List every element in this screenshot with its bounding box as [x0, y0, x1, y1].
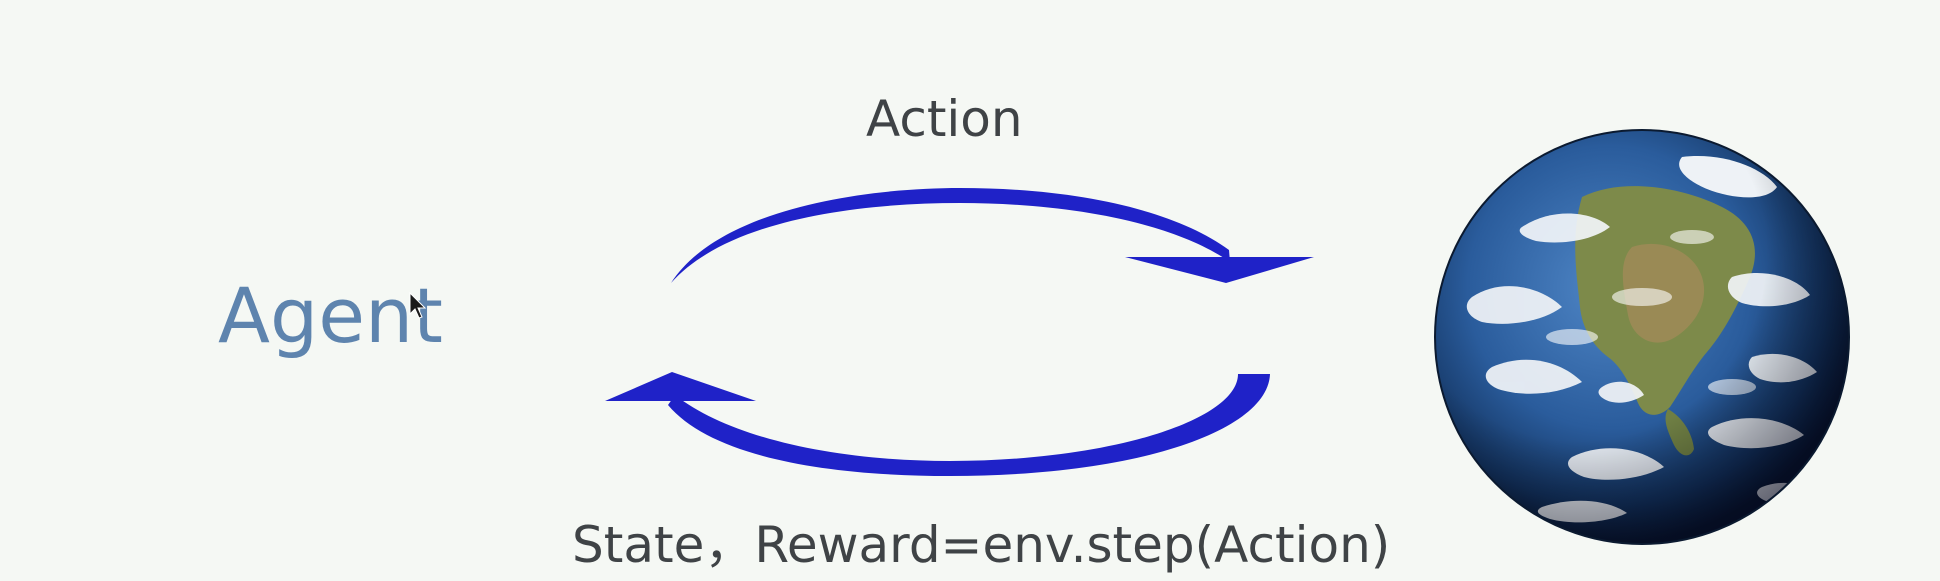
- agent-label: Agent: [218, 271, 443, 360]
- earth-globe-icon: [1434, 129, 1850, 545]
- action-label: Action: [866, 90, 1023, 148]
- state-reward-label: State，Reward=env.step(Action): [572, 516, 1391, 574]
- mouse-cursor-icon: [409, 292, 427, 319]
- state-arrow: [605, 372, 1270, 476]
- action-arrow: [644, 188, 1314, 283]
